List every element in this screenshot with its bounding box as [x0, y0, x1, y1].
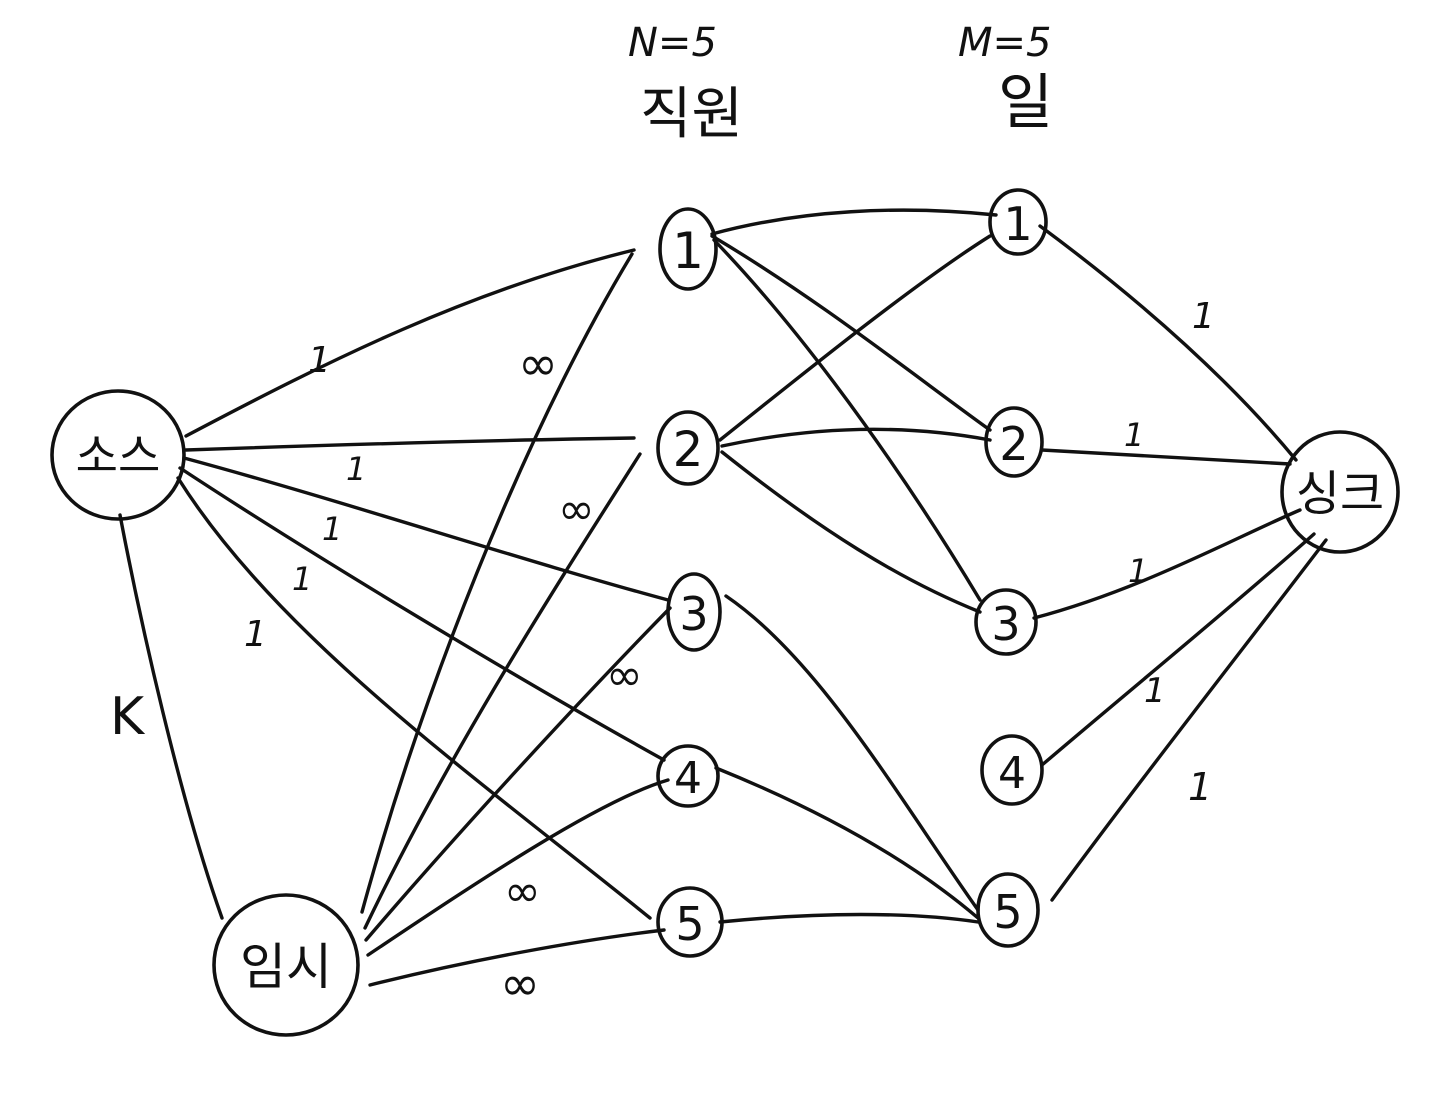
edge-task1-sink	[1038, 224, 1298, 462]
crew-node-5-circle	[656, 886, 724, 958]
crew-node-1-label: 1	[672, 222, 704, 280]
edge-crew3-task5	[724, 594, 980, 912]
crew-node-5: 5	[656, 886, 724, 958]
node-sink-label: 싱크	[1296, 466, 1384, 522]
crew-node-1-circle	[658, 207, 718, 291]
edge-temp-crew-1	[360, 252, 634, 914]
task-node-2-circle	[984, 406, 1044, 478]
header-crew-label: 직원	[640, 82, 743, 147]
cap-source-crew-2: 1	[346, 450, 366, 488]
task-node-5: 5	[976, 872, 1040, 948]
edge-source-crew-2	[184, 436, 636, 452]
crew-node-2-label: 2	[673, 422, 704, 478]
edge-source-crew-4	[178, 466, 666, 762]
edge-crew2-task1	[718, 234, 992, 442]
edges-crew-to-task	[710, 208, 998, 924]
edges-temp-to-crew	[360, 252, 672, 987]
cap-task3-sink: 1	[1128, 552, 1148, 590]
crew-node-3: 3	[666, 572, 722, 652]
task-node-5-label: 5	[993, 885, 1022, 939]
task-node-3-circle	[974, 588, 1038, 656]
task-node-4-circle	[980, 734, 1044, 806]
edge-crew5-task5	[718, 912, 980, 924]
task-node-3-label: 3	[991, 597, 1020, 651]
cap-temp-crew-2: ∞	[558, 484, 595, 535]
edge-temp-crew-5	[368, 928, 666, 987]
crew-node-5-label: 5	[675, 897, 704, 951]
task-node-4: 4	[980, 734, 1044, 806]
node-sink: 싱크	[1280, 430, 1400, 554]
crew-node-4-label: 4	[674, 753, 702, 804]
edge-crew1-task2	[710, 234, 992, 432]
edge-source-crew-1	[184, 248, 636, 438]
labels-temp-to-crew: ∞ ∞ ∞ ∞ ∞	[500, 336, 643, 1012]
labels-task-to-sink: 1 1 1 1 1	[1124, 296, 1215, 809]
crew-node-3-label: 3	[679, 587, 708, 641]
node-sink-circle	[1280, 430, 1400, 554]
edge-source-crew-3	[182, 456, 670, 602]
task-node-3: 3	[974, 588, 1038, 656]
cap-temp-crew-4: ∞	[504, 866, 541, 917]
task-nodes: 1 2 3 4 5	[974, 188, 1048, 948]
crew-node-2: 2	[656, 410, 720, 486]
edge-source-temp	[118, 513, 224, 920]
crew-node-2-circle	[656, 410, 720, 486]
crew-nodes: 1 2 3 4 5	[656, 207, 724, 958]
cap-source-crew-5: 1	[244, 614, 267, 655]
edge-temp-crew-3	[364, 606, 672, 942]
task-node-2-label: 2	[999, 417, 1028, 471]
edge-task5-sink	[1050, 538, 1328, 902]
edge-task4-sink	[1040, 532, 1316, 767]
edges-task-to-sink	[1032, 224, 1328, 902]
node-temp-circle	[212, 893, 360, 1037]
task-node-4-label: 4	[998, 748, 1026, 799]
cap-source-crew-3: 1	[322, 510, 342, 548]
edge-crew2-task2	[720, 427, 992, 448]
edge-crew1-task3	[712, 238, 982, 602]
cap-task4-sink: 1	[1144, 671, 1166, 711]
cap-temp-crew-5: ∞	[500, 956, 540, 1012]
task-node-1-label: 1	[1003, 197, 1032, 251]
task-node-5-circle	[976, 872, 1040, 948]
header-task-label: 일	[998, 68, 1053, 138]
edge-crew4-task5	[714, 766, 980, 920]
task-node-2: 2	[984, 406, 1044, 478]
crew-node-4: 4	[656, 744, 720, 808]
edge-crew2-task3	[720, 450, 982, 614]
edge-task2-sink	[1040, 448, 1292, 466]
node-source-label: 소스	[76, 429, 161, 483]
node-source: 소스	[50, 389, 186, 521]
cap-temp-crew-3: ∞	[606, 650, 643, 701]
crew-node-4-circle	[656, 744, 720, 808]
header-m-label: M=5	[958, 20, 1051, 66]
task-node-1: 1	[988, 188, 1048, 256]
edges-source-to-crew	[176, 248, 670, 920]
cap-task1-sink: 1	[1192, 296, 1215, 337]
edge-task3-sink	[1032, 508, 1302, 620]
task-node-1-circle	[988, 188, 1048, 256]
node-source-circle	[50, 389, 186, 521]
edge-source-crew-5	[176, 476, 652, 920]
cap-source-temp: K	[110, 687, 146, 747]
node-temp: 임시	[212, 893, 360, 1037]
edge-temp-crew-4	[366, 778, 670, 957]
labels-source-to-crew: 1 1 1 1 1	[244, 340, 366, 655]
cap-source-crew-1: 1	[308, 340, 331, 381]
cap-task5-sink: 1	[1188, 765, 1212, 809]
crew-node-3-circle	[666, 572, 722, 652]
edge-temp-crew-2	[363, 452, 642, 930]
crew-node-1: 1	[658, 207, 718, 291]
cap-source-crew-4: 1	[292, 560, 312, 598]
node-temp-label: 임시	[240, 938, 332, 996]
edge-crew1-task1	[710, 208, 998, 236]
cap-task2-sink: 1	[1124, 416, 1144, 454]
cap-temp-crew-1: ∞	[518, 336, 558, 392]
header-n-label: N=5	[628, 20, 717, 66]
